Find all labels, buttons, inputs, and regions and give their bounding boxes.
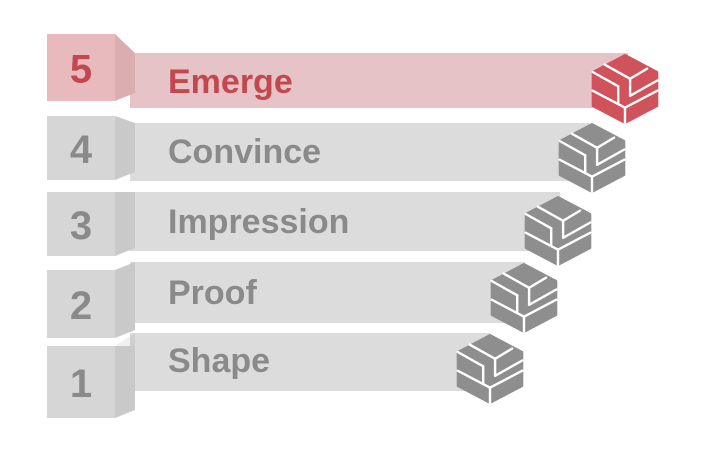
- step-number-tab: [47, 192, 135, 256]
- step-number-tab: [47, 116, 135, 180]
- step-label: Emerge: [168, 63, 293, 101]
- step-row-2: 2 Proof: [47, 262, 558, 338]
- step-number: 1: [70, 362, 92, 406]
- step-row-5: 5 Emerge: [47, 34, 659, 125]
- stairs-icon: [456, 334, 524, 405]
- step-number: 5: [70, 48, 92, 92]
- stairs-icon: [558, 123, 626, 194]
- step-number-tab: [47, 34, 135, 101]
- step-number-tab: [47, 262, 135, 338]
- step-number-tab: [47, 346, 135, 418]
- step-bar: [130, 192, 560, 251]
- step-label: Convince: [168, 133, 321, 171]
- step-bar: [130, 262, 525, 323]
- step-row-3: 3 Impression: [47, 192, 592, 267]
- step-number: 4: [70, 128, 93, 172]
- stairs-icon: [490, 263, 558, 334]
- step-bar: [130, 123, 590, 181]
- step-row-1: 1 Shape: [47, 333, 524, 418]
- step-bar: [130, 333, 490, 391]
- step-label: Shape: [168, 342, 270, 380]
- step-number: 3: [70, 204, 92, 248]
- stairs-icon: [591, 54, 659, 125]
- step-bar: [130, 53, 628, 108]
- step-row-4: 4 Convince: [47, 116, 626, 194]
- step-number: 2: [70, 284, 92, 328]
- step-label: Proof: [168, 274, 257, 312]
- step-label: Impression: [168, 203, 349, 241]
- stairs-icon: [524, 196, 592, 267]
